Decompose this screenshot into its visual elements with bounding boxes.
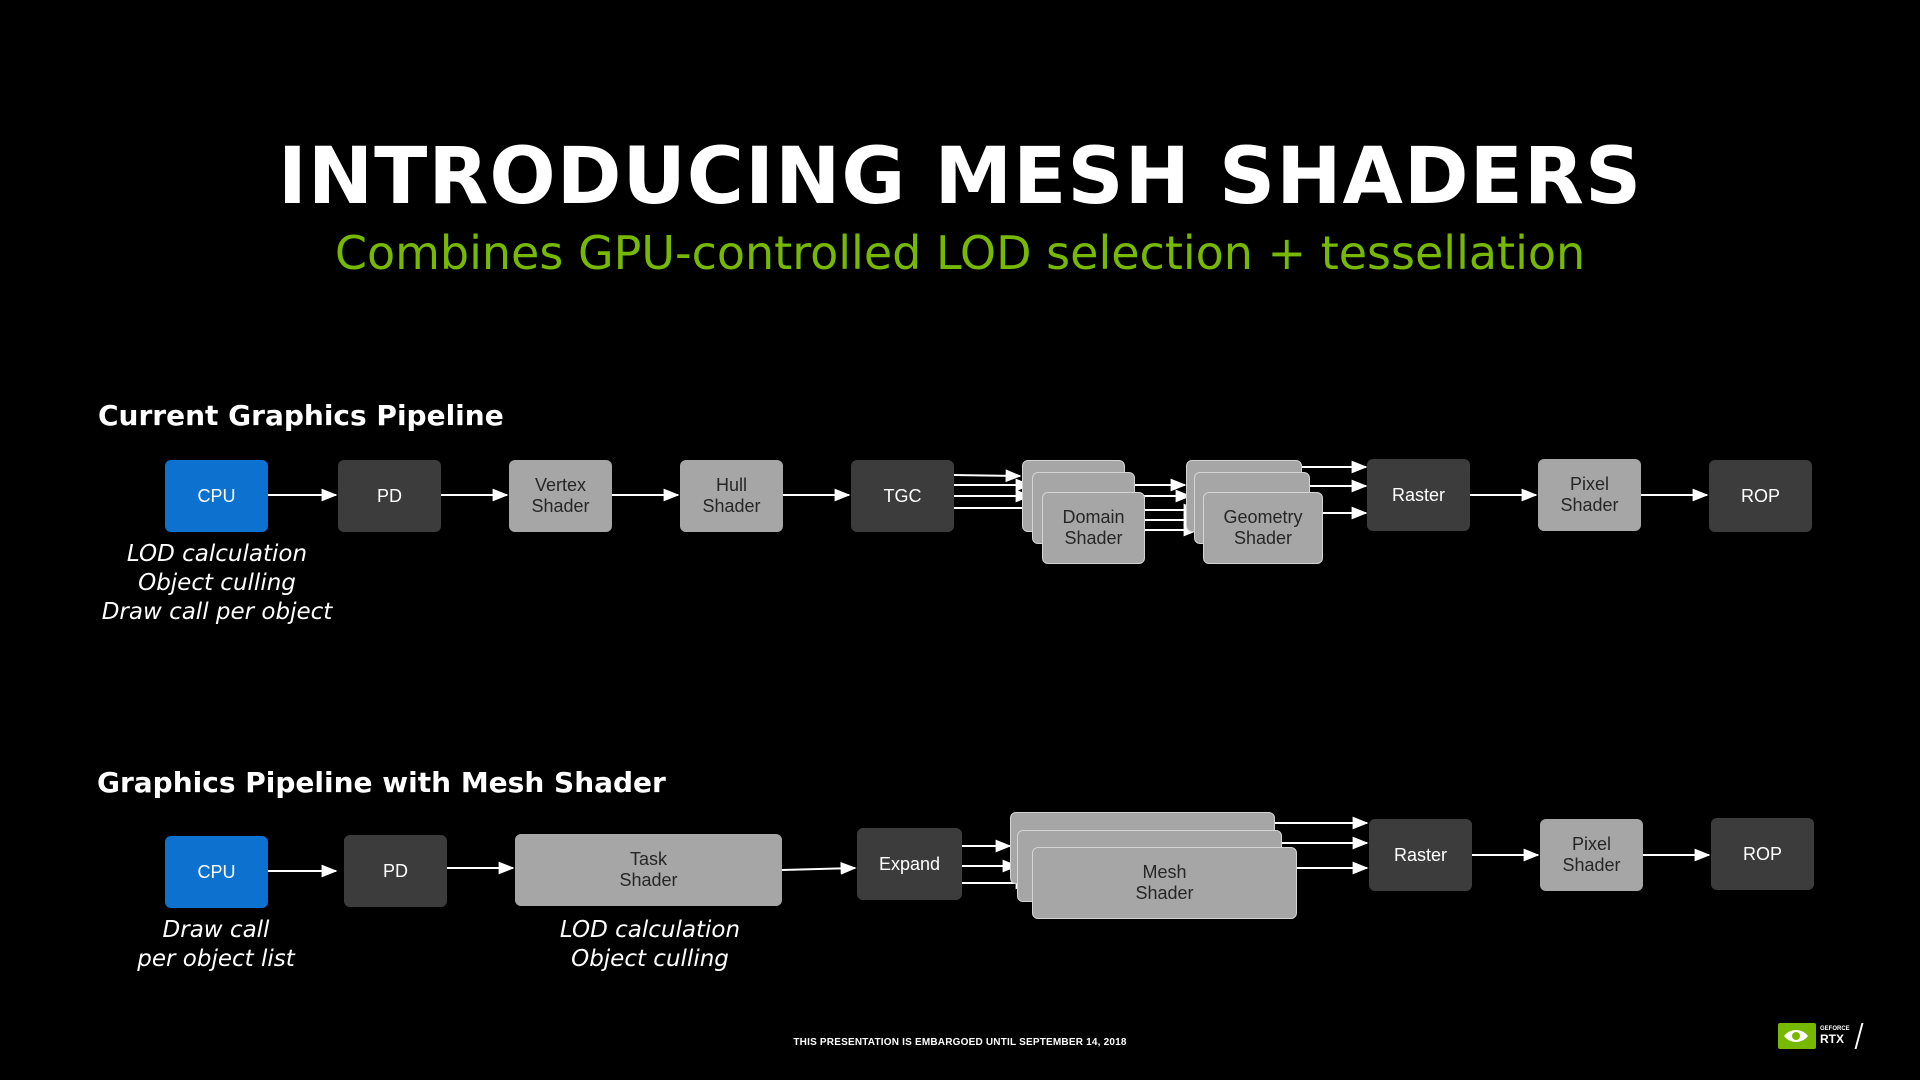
task-shader-note: LOD calculation Object culling bbox=[559, 917, 741, 972]
current-pipeline-heading: Current Graphics Pipeline bbox=[98, 399, 504, 432]
nvidia-eye-icon bbox=[1778, 1023, 1816, 1049]
slide-title: INTRODUCING MESH SHADERS bbox=[277, 132, 1643, 222]
mesh-stage-pixel-shader: Pixel Shader bbox=[1540, 819, 1643, 891]
embargo-notice: THIS PRESENTATION IS EMBARGOED UNTIL SEP… bbox=[793, 1037, 1127, 1048]
stage-pd: PD bbox=[338, 460, 441, 532]
geforce-rtx-logo: GEFORCE RTX bbox=[1778, 1023, 1864, 1049]
rtx-wordmark: GEFORCE RTX bbox=[1820, 1023, 1854, 1049]
stage-rop: ROP bbox=[1709, 460, 1812, 532]
mesh-stage-rop: ROP bbox=[1711, 818, 1814, 890]
mesh-pipeline-heading: Graphics Pipeline with Mesh Shader bbox=[97, 766, 666, 799]
stage-task-shader: Task Shader bbox=[515, 834, 782, 906]
arrow-task-expand bbox=[781, 861, 857, 875]
stage-cpu: CPU bbox=[165, 460, 268, 532]
stage-hull-shader: Hull Shader bbox=[680, 460, 783, 532]
mesh-stage-pd: PD bbox=[344, 835, 447, 907]
mesh-cpu-note: Draw call per object list bbox=[137, 917, 295, 972]
mesh-stage-raster: Raster bbox=[1369, 819, 1472, 891]
mesh-stage-cpu: CPU bbox=[165, 836, 268, 908]
stage-raster: Raster bbox=[1367, 459, 1470, 531]
stage-tgc: TGC bbox=[851, 460, 954, 532]
logo-small-text: GEFORCE bbox=[1820, 1026, 1850, 1032]
stage-vertex-shader: Vertex Shader bbox=[509, 460, 612, 532]
stage-expand: Expand bbox=[857, 828, 962, 900]
arrow-tgc-domain-1 bbox=[953, 469, 1022, 483]
slide-subtitle: Combines GPU-controlled LOD selection + … bbox=[334, 226, 1586, 280]
cpu-note: LOD calculation Object culling Draw call… bbox=[101, 541, 333, 625]
stage-mesh-shader: Mesh Shader bbox=[1032, 847, 1297, 919]
stage-pixel-shader: Pixel Shader bbox=[1538, 459, 1641, 531]
stage-geometry-shader: Geometry Shader bbox=[1203, 492, 1323, 564]
logo-big-text: RTX bbox=[1820, 1032, 1844, 1046]
stage-domain-shader: Domain Shader bbox=[1042, 492, 1145, 564]
